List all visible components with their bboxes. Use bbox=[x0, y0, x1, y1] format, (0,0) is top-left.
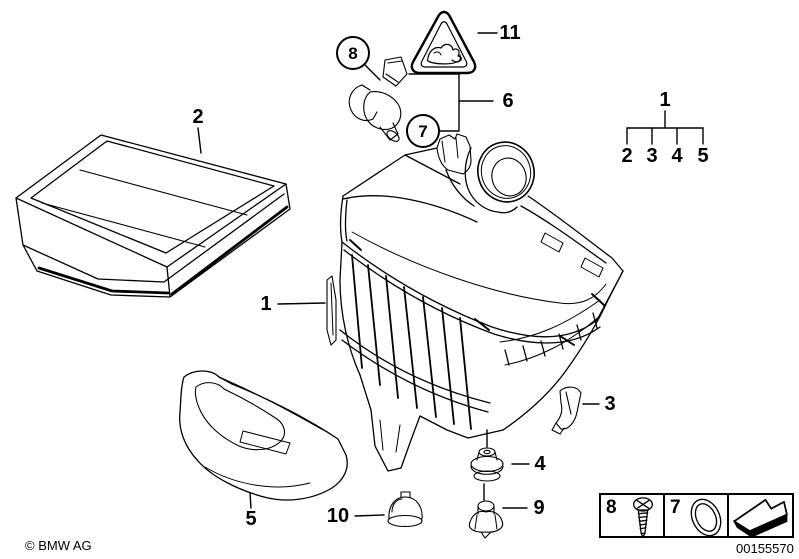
callout-label-3[interactable]: 3 bbox=[604, 393, 616, 415]
screw-icon bbox=[632, 497, 654, 539]
callout-label-6[interactable]: 6 bbox=[502, 90, 514, 112]
legend-parent-label[interactable]: 1 bbox=[659, 89, 671, 111]
legend-tree-lines bbox=[626, 110, 704, 145]
callout-label-2[interactable]: 2 bbox=[192, 106, 204, 128]
legend-child-label-3[interactable]: 3 bbox=[646, 145, 658, 167]
callout-label-5[interactable]: 5 bbox=[245, 508, 257, 530]
callout-label-4[interactable]: 4 bbox=[534, 453, 546, 475]
callout-label-1[interactable]: 1 bbox=[260, 293, 272, 315]
fastener-box-oring-label: 7 bbox=[670, 497, 681, 518]
legend-child-label-5[interactable]: 5 bbox=[697, 145, 709, 167]
copyright-text: © BMW AG bbox=[25, 538, 92, 553]
fastener-box-screw[interactable]: 8 bbox=[599, 493, 665, 539]
drawing-number: 00155570 bbox=[736, 541, 794, 556]
o-ring-icon bbox=[690, 498, 722, 537]
intake-duct-drawing bbox=[179, 370, 348, 501]
legend-child-label-4[interactable]: 4 bbox=[671, 145, 683, 167]
direction-arrow-box[interactable] bbox=[727, 493, 794, 538]
fastener-box-screw-label: 8 bbox=[606, 497, 617, 518]
sensor-assembly-drawing bbox=[348, 56, 408, 142]
fastener-box-oring[interactable]: 7 bbox=[663, 493, 729, 538]
bracket-drawing bbox=[551, 386, 582, 435]
callout-label-10[interactable]: 10 bbox=[326, 505, 350, 527]
grommet-drawing bbox=[468, 500, 504, 539]
legend-child-label-2[interactable]: 2 bbox=[621, 145, 633, 167]
callout-label-11[interactable]: 11 bbox=[499, 22, 521, 44]
rodent-warning-triangle-icon bbox=[410, 10, 477, 75]
leader-lines bbox=[197, 32, 600, 517]
air-cleaner-housing-drawing bbox=[326, 133, 624, 472]
callout-label-9[interactable]: 9 bbox=[533, 497, 545, 519]
callout-label-8-circled[interactable]: 8 bbox=[336, 36, 370, 70]
direction-arrow-icon bbox=[732, 499, 788, 538]
rubber-mount-drawing bbox=[470, 447, 504, 482]
callout-label-7-circled[interactable]: 7 bbox=[406, 114, 440, 148]
cap-drawing bbox=[387, 491, 423, 528]
filter-element-drawing bbox=[15, 134, 291, 298]
